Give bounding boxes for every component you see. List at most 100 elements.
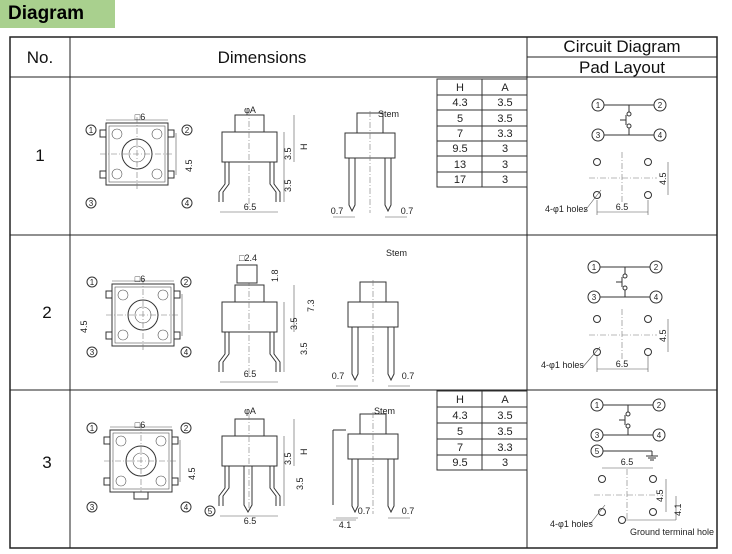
section-title-badge: Diagram: [0, 0, 115, 28]
cell: 4.3: [452, 97, 467, 109]
pad-holes-label: 4-φ1 holes: [545, 204, 588, 214]
dim-size: □6: [135, 420, 145, 430]
dim-leg: 3.5: [299, 342, 309, 355]
pad-pitch: 4.5: [658, 329, 668, 342]
pin-label: 1: [90, 424, 95, 433]
pad-width: 6.5: [616, 359, 629, 369]
cell: 3.3: [497, 442, 512, 454]
dim-leg: 3.5: [283, 179, 293, 192]
h-a-table: H A 4.3 3.5 5 3.5 7 3.3 9.5 3: [436, 390, 528, 471]
top-view: □6 4.5 1 2 3 4: [79, 274, 192, 358]
cell: 3.5: [497, 113, 512, 125]
dim-size: □6: [135, 112, 145, 122]
pin-label: 2: [184, 424, 189, 433]
row-number: 2: [42, 303, 51, 322]
pin-label: 3: [596, 131, 601, 140]
pin-label: 4: [658, 131, 663, 140]
pad-layout: 4-φ1 holes 6.5 4.5 4.1 Ground terminal h…: [550, 457, 714, 537]
circuit-diagram: 1 2 3 4 5: [590, 398, 666, 461]
cell: 5: [457, 113, 463, 125]
pin-label: 2: [658, 101, 663, 110]
pad-holes-label: 4-φ1 holes: [541, 360, 584, 370]
pin-label: 3: [90, 348, 95, 357]
dim-pin-left: 0.7: [331, 206, 344, 216]
row-number: 3: [42, 453, 51, 472]
stem-label: Stem: [374, 406, 395, 416]
dim-pitch: 4.5: [187, 467, 197, 480]
cell: 3.5: [497, 97, 512, 109]
dim-height: 7.3: [306, 299, 316, 312]
pin-label: 2: [185, 126, 190, 135]
dim-body: 3.5: [283, 452, 293, 465]
pin-label: 4: [185, 199, 190, 208]
cell: 9.5: [452, 143, 467, 155]
pad-ground-pitch: 4.1: [673, 503, 683, 516]
cell: 5: [457, 426, 463, 438]
pin-label: 2: [184, 278, 189, 287]
dim-pin-right: 0.7: [402, 371, 415, 381]
pin-label: 3: [595, 431, 600, 440]
side-view: □2.4 1.8 3.5 7.3 3.5 6.5: [218, 253, 316, 383]
dim-width: 6.5: [244, 202, 257, 212]
pin-label: 1: [595, 401, 600, 410]
pin-label: 5: [208, 507, 213, 516]
cell: 3: [502, 174, 508, 186]
cell: 3.3: [497, 128, 512, 140]
stem-label: Stem: [386, 248, 407, 258]
cell: 9.5: [452, 457, 467, 469]
row-2: 2 □6 4.5 1 2 3 4 □2.4 1.8 3.5 7.3 3.5 6.…: [42, 248, 669, 387]
dim-pin-left: 0.7: [332, 371, 345, 381]
pin-label: 2: [657, 401, 662, 410]
pad-layout: 4-φ1 holes 6.5 4.5: [545, 151, 669, 215]
cell: 3: [502, 143, 508, 155]
pin-label: 2: [654, 263, 659, 272]
side-view: φA 3.5 H 3.5 6.5: [218, 105, 309, 213]
pad-holes-label: 4-φ1 holes: [550, 519, 593, 529]
pin-label: 1: [89, 126, 94, 135]
dim-cap: φA: [244, 105, 256, 115]
pin-label: 3: [89, 199, 94, 208]
dim-size: □6: [135, 274, 145, 284]
pin-label: 1: [592, 263, 597, 272]
dim-pin-right: 0.7: [401, 206, 414, 216]
col-a: A: [501, 82, 509, 94]
dim-height: H: [299, 144, 309, 151]
dim-cap: □2.4: [239, 253, 257, 263]
dim-width: 6.5: [244, 516, 257, 526]
row-1: 1 □6 4.5 1 2 3 4 φA 3.5 H 3.5 6.5 Stem 0…: [35, 78, 669, 218]
stem-view: Stem 0.7 0.7: [331, 109, 414, 218]
side-view: 5 φA 3.5 H 3.5 6.5: [204, 406, 309, 526]
pin-label: 5: [595, 447, 600, 456]
cell: 3.5: [497, 410, 512, 422]
pin-label: 4: [657, 431, 662, 440]
pin-label: 3: [90, 503, 95, 512]
row-3: 3 □6 4.5 1 2 3 4 5 φA 3.5 H 3.5 6.5 Stem: [42, 390, 714, 537]
dim-height: H: [299, 449, 309, 456]
cell: 7: [457, 128, 463, 140]
dim-pitch: 4.5: [79, 320, 89, 333]
row-number: 1: [35, 146, 44, 165]
circuit-diagram: 1 2 3 4: [591, 98, 667, 142]
stem-label: Stem: [378, 109, 399, 119]
pin-label: 4: [184, 348, 189, 357]
pad-width: 6.5: [616, 202, 629, 212]
dim-cap-height: 1.8: [270, 269, 280, 282]
circuit-diagram: 1 2 3 4: [587, 260, 663, 304]
cell: 17: [454, 174, 466, 186]
cell: 4.3: [452, 410, 467, 422]
cell: 13: [454, 159, 466, 171]
pad-pitch: 4.5: [655, 489, 665, 502]
dim-body: 3.5: [283, 147, 293, 160]
dim-body: 3.5: [289, 317, 299, 330]
cell: 3: [502, 159, 508, 171]
dim-leg: 3.5: [295, 477, 305, 490]
pin-label: 4: [654, 293, 659, 302]
dim-width: 6.5: [244, 369, 257, 379]
pin-label: 4: [184, 503, 189, 512]
header-circuit-diagram: Circuit Diagram: [563, 37, 680, 56]
header-no: No.: [27, 48, 53, 67]
dim-ground-offset: 4.1: [339, 520, 352, 530]
stem-view: Stem 0.7 0.7 4.1: [332, 406, 414, 530]
top-view: □6 4.5 1 2 3 4: [86, 420, 197, 513]
